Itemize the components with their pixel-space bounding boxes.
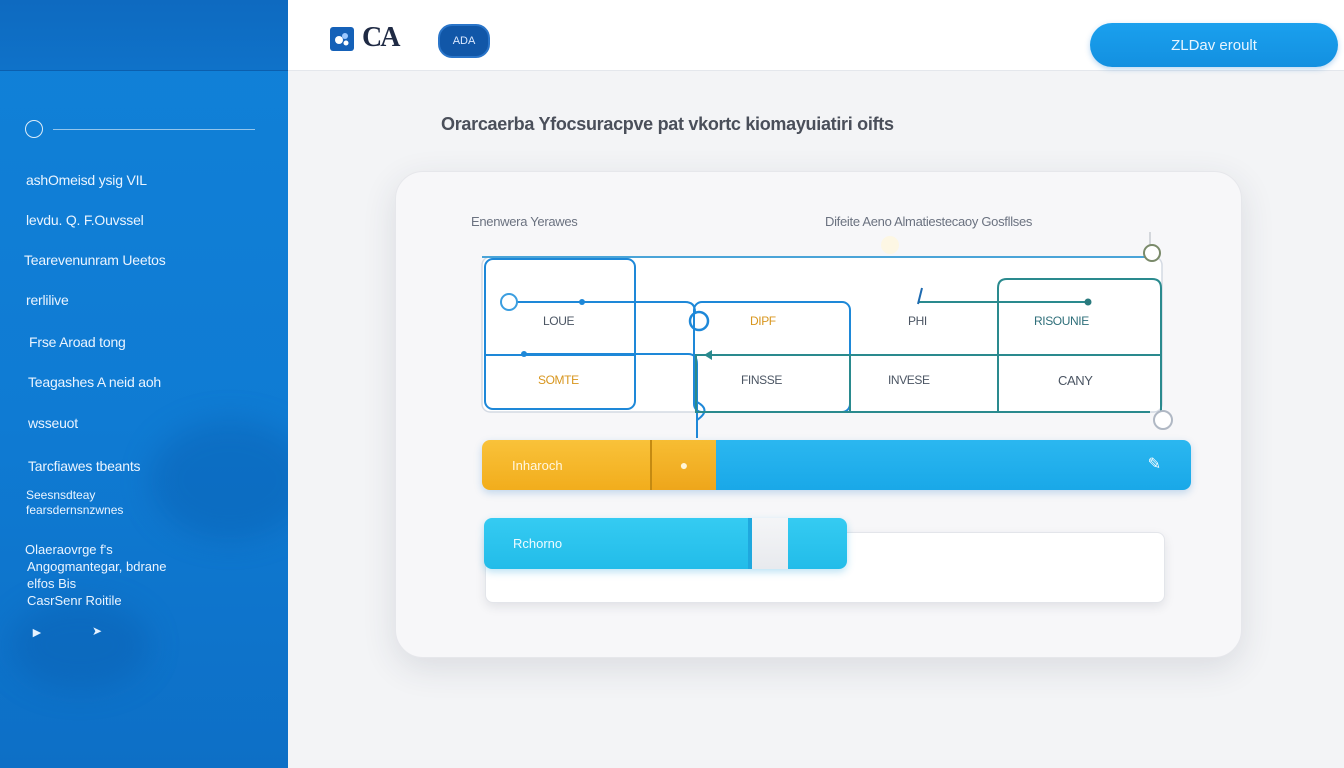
- top-header: CA ADA ZLDav eroult: [288, 0, 1344, 71]
- input-bar-handle[interactable]: [748, 518, 788, 569]
- sidebar-decoration: [150, 420, 288, 540]
- action-bar-label: Inharoch: [512, 457, 563, 473]
- sidebar-bottom-line: Olaeraovrge f's: [25, 542, 113, 557]
- cell-label-8: CANY: [1058, 373, 1093, 388]
- input-bar-label: Rchorno: [513, 536, 563, 551]
- sidebar-item-7[interactable]: wsseuot: [28, 415, 78, 431]
- cell-label-7: INVESE: [888, 373, 930, 387]
- diagram-panel: [481, 256, 1163, 413]
- sidebar-header: [0, 0, 288, 71]
- action-bar-primary[interactable]: Inharoch: [482, 440, 652, 490]
- rail-end-node: [1143, 244, 1161, 262]
- sidebar-item-2[interactable]: levdu. Q. F.Ouvssel: [26, 212, 144, 228]
- sidebar-sub-block[interactable]: Seesnsdteay fearsdernsnzwnes: [26, 488, 123, 518]
- cell-label-1: LOUE: [543, 314, 575, 328]
- bulb-icon: ●: [679, 457, 689, 473]
- flow-dot-3: [1084, 298, 1092, 306]
- logo-wordmark: CA: [362, 22, 400, 53]
- cell-label-4: RISOUNIE: [1034, 314, 1089, 328]
- sidebar-bottom-line: elfos Bis: [27, 576, 77, 591]
- right-box-2: [997, 278, 1162, 412]
- cell-label-5: SOMTE: [538, 373, 579, 387]
- sidebar-bottom-line: CasrSenr Roitile: [27, 593, 122, 608]
- page-title: Orarcaerba Yfocsuracpve pat vkortc kioma…: [441, 114, 894, 134]
- action-bar-track[interactable]: ✎: [716, 440, 1191, 490]
- bottom-end-node: [1153, 410, 1173, 430]
- pin-line: [917, 287, 923, 305]
- play-icon[interactable]: ►: [30, 624, 44, 640]
- input-bar-fill[interactable]: Rchorno: [484, 518, 748, 569]
- header-cta-button[interactable]: ZLDav eroult: [1090, 23, 1338, 67]
- cell-label-6: FINSSE: [741, 373, 782, 387]
- sidebar-decoration: [10, 600, 150, 690]
- cell-label-3: PHI: [908, 314, 927, 328]
- card-left-label: Enenwera Yerawes: [471, 214, 578, 229]
- sidebar-bottom-block[interactable]: Olaeraovrge f's Angogmantegar, bdrane el…: [25, 541, 167, 609]
- sidebar-item-4[interactable]: rerlilive: [26, 292, 69, 308]
- sidebar-search[interactable]: [25, 120, 255, 138]
- search-underline: [53, 128, 255, 130]
- search-icon: [25, 120, 43, 138]
- sidebar-bottom-line: Angogmantegar, bdrane: [27, 559, 167, 574]
- sparkle-icon: [881, 236, 899, 254]
- header-pill-button[interactable]: ADA: [438, 24, 490, 58]
- sidebar-item-5[interactable]: Frse Aroad tong: [29, 334, 126, 350]
- input-bar-end[interactable]: [788, 518, 847, 569]
- sidebar-item-3[interactable]: Tearevenunram Ueetos: [24, 252, 166, 268]
- sidebar-sub-line: Seesnsdteay: [26, 488, 96, 502]
- sidebar: ashOmeisd ysig VIL levdu. Q. F.Ouvssel T…: [0, 0, 288, 768]
- cell-label-2: DIPF: [750, 314, 776, 328]
- action-bar: Inharoch ● ✎: [482, 440, 1191, 490]
- card-right-label: Difeite Aeno Almatiestecaoy Gosfllses: [825, 214, 1033, 229]
- flow-dot-1: [579, 299, 585, 305]
- arrow-left-icon: [704, 350, 712, 360]
- logo-icon[interactable]: [330, 27, 354, 51]
- flow-dot-2: [521, 351, 527, 357]
- left-column-box: [484, 258, 636, 410]
- sidebar-item-1[interactable]: ashOmeisd ysig VIL: [26, 172, 147, 188]
- logo-text[interactable]: CA: [362, 22, 400, 54]
- flow-hook: [696, 401, 706, 421]
- sidebar-item-8[interactable]: Tarcfiawes tbeants: [28, 458, 141, 474]
- flow-node-2: [688, 310, 710, 332]
- arrow-icon[interactable]: ➤: [92, 624, 103, 638]
- flow-node-1: [500, 293, 518, 311]
- sidebar-sub-line: fearsdernsnzwnes: [26, 503, 124, 517]
- edit-icon[interactable]: ✎: [1147, 456, 1161, 473]
- input-bar: Rchorno: [484, 518, 847, 569]
- action-bar-toggle[interactable]: ●: [652, 440, 716, 490]
- sidebar-item-6[interactable]: Teagashes A neid aoh: [28, 374, 162, 390]
